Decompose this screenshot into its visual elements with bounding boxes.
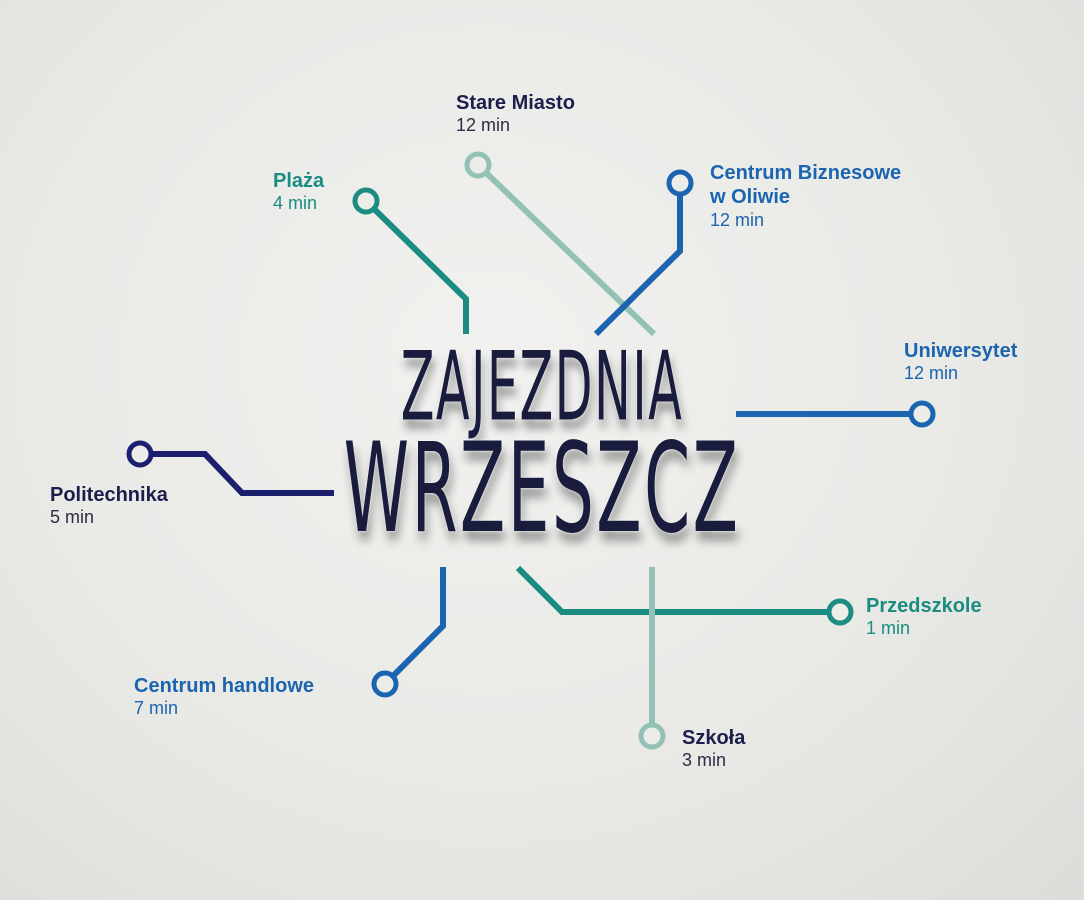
stop-marker-uniwersytet <box>908 400 936 428</box>
dest-name-line-2: w Oliwie <box>710 186 791 209</box>
dest-name: Centrum Biznesowe <box>710 162 902 184</box>
route-line-politechnika <box>140 451 334 496</box>
route-line-centrum-handlowe <box>382 567 446 687</box>
stop-marker-centrum-biznesowe <box>666 169 694 197</box>
dest-label-szkola: Szkoła 3 min <box>682 726 745 772</box>
stop-marker-przedszkole <box>826 598 854 626</box>
title-line-2: WRZESZCZ <box>343 416 741 561</box>
stop-marker-szkola <box>638 722 666 750</box>
dest-label-stare-miasto: Stare Miasto 12 min <box>456 91 575 137</box>
route-line-centrum-biznesowe <box>593 183 683 337</box>
dest-label-politechnika: Politechnika 5 min <box>50 483 168 529</box>
stop-marker-centrum-handlowe <box>371 670 399 698</box>
dest-label-plaza: Plaża 4 min <box>273 169 324 215</box>
dest-time: 12 min <box>710 209 765 230</box>
title-line-1: ZAJEZDNIA <box>400 330 684 443</box>
dest-name: Politechnika <box>50 484 168 506</box>
dest-time: 3 min <box>682 750 727 771</box>
route-line-stare-miasto <box>475 162 657 337</box>
dest-time: 4 min <box>273 193 318 214</box>
stop-marker-stare-miasto <box>464 151 492 179</box>
dest-label-centrum-biznesowe: Centrum Biznesowe w Oliwie 12 min <box>710 161 901 232</box>
dest-label-przedszkole: Przedszkole 1 min <box>866 594 982 640</box>
dest-time: 12 min <box>456 115 511 136</box>
route-line-przedszkole <box>515 565 840 615</box>
dest-name: Centrum handlowe <box>134 675 315 697</box>
dest-time: 1 min <box>866 618 911 639</box>
dest-time: 5 min <box>50 507 95 528</box>
dest-name: Przedszkole <box>866 595 982 617</box>
dest-label-uniwersytet: Uniwersytet 12 min <box>904 339 1017 385</box>
dest-name: Plaża <box>273 170 325 192</box>
dest-time: 12 min <box>904 363 959 384</box>
dest-time: 7 min <box>134 698 179 719</box>
route-line-plaza <box>363 198 469 334</box>
dest-name: Szkoła <box>682 727 746 749</box>
dest-label-centrum-handlowe: Centrum handlowe 7 min <box>134 674 314 720</box>
stop-marker-politechnika <box>126 440 154 468</box>
dest-name: Stare Miasto <box>456 92 575 114</box>
stop-marker-plaza <box>352 187 380 215</box>
dest-name: Uniwersytet <box>904 340 1018 362</box>
